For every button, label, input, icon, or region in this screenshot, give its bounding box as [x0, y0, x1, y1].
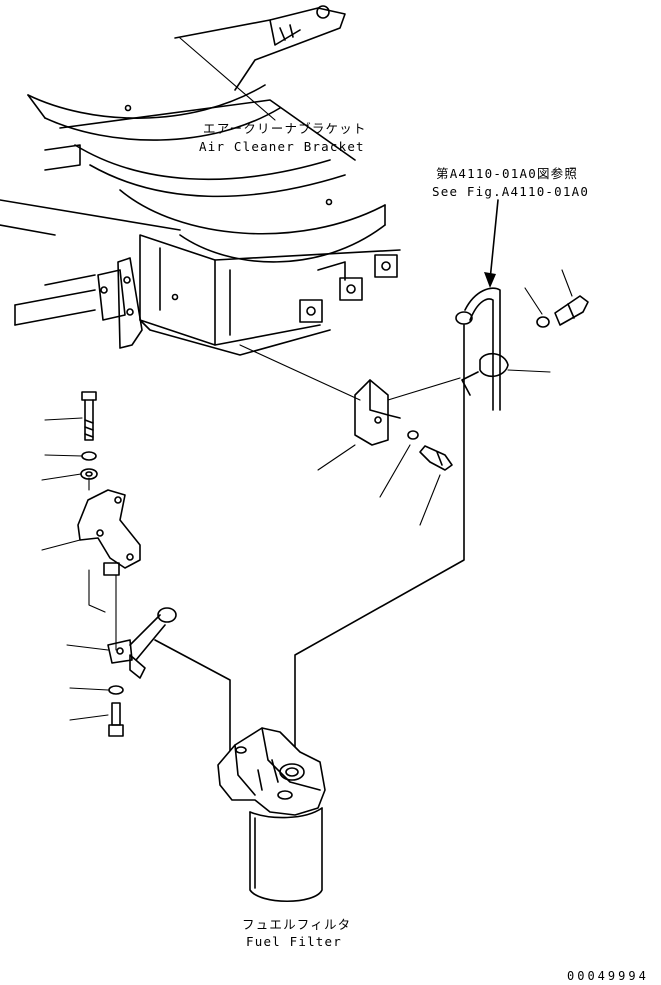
fuel-filter-label-en: Fuel Filter — [246, 934, 342, 949]
air-cleaner-bracket-label-en: Air Cleaner Bracket — [199, 139, 365, 154]
bracket-link-line — [239, 344, 461, 401]
fuel-filter-drawing — [217, 727, 326, 903]
left-parts-stack-drawing — [41, 391, 231, 761]
drawing-number: 00049994 — [567, 969, 649, 983]
air-cleaner-bracket-label-jp: エアークリーナブラケット — [203, 121, 367, 136]
fuel-filter-label-jp: フュエルフィルタ — [242, 917, 351, 932]
see-fig-label-en: See Fig.A4110-01A0 — [432, 184, 589, 199]
see-fig-label-jp: 第A4110-01A0図参照 — [436, 166, 578, 181]
air-cleaner-leader-line — [179, 37, 276, 121]
clip-bracket-drawing — [317, 379, 453, 526]
fuel-pipe-right-drawing — [294, 199, 589, 761]
air-cleaner-bracket-drawing — [0, 5, 401, 356]
